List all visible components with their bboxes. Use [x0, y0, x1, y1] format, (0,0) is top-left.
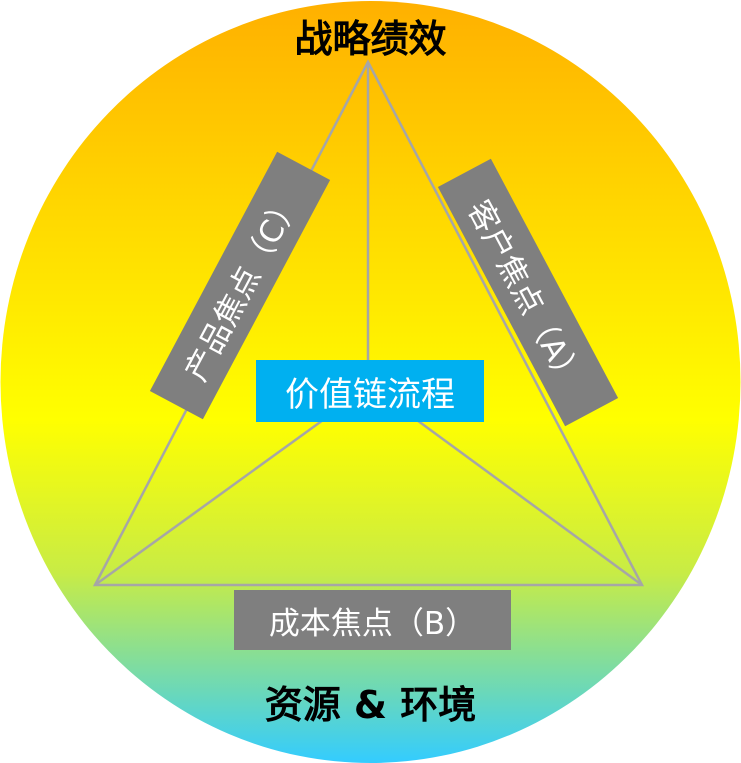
- resources-environment-label: 资源 & 环境: [264, 683, 477, 727]
- cost-focus-box: 成本焦点（B）: [234, 590, 511, 650]
- spoke-left: [94, 413, 331, 587]
- cost-focus-label: 成本焦点（B）: [268, 605, 477, 642]
- value-chain-process-box: 价值链流程: [256, 360, 484, 422]
- spoke-right: [409, 413, 643, 587]
- strategic-performance-label: 战略绩效: [294, 17, 447, 61]
- value-chain-process-label: 价值链流程: [285, 374, 455, 415]
